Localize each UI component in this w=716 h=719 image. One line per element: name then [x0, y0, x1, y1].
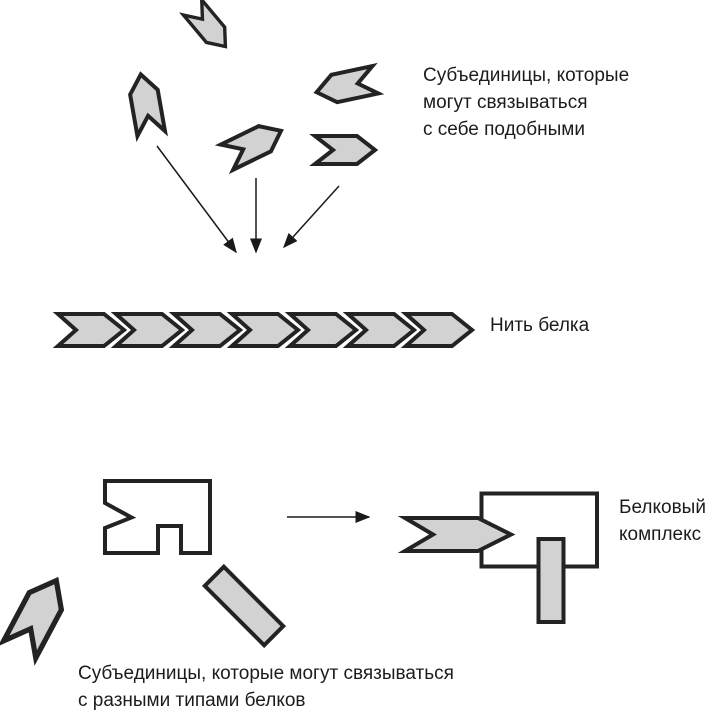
subunit-chevron-right-upper	[311, 64, 381, 108]
bottom-caption: Субъединицы, которые могут связываться с…	[78, 660, 454, 714]
protein-complex-group	[397, 491, 599, 624]
subunit-chevron-right-lower	[313, 134, 377, 166]
bottom-caption-line: с разными типами белков	[78, 690, 306, 711]
filament-chain	[56, 312, 474, 348]
chevron-subunit-bottom-left	[4, 572, 73, 658]
assembly-arrows-group	[156, 145, 340, 254]
subunit-chevron-top	[181, 0, 237, 56]
bar-subunit-diagonal	[201, 563, 287, 649]
top-caption-line: с себе подобными	[423, 119, 585, 140]
top-caption-line: Субъединицы, которые	[423, 65, 630, 86]
self-binding-subunits-group	[125, 0, 381, 170]
complex-label-line: Белковый	[619, 497, 706, 518]
filament-label: Нить белка	[490, 315, 590, 336]
assembly-arrow-left	[156, 145, 237, 254]
chain-link	[56, 312, 126, 348]
assembly-arrow-right	[282, 185, 340, 249]
top-caption: Субъединицы, которые могут связываться с…	[423, 62, 629, 143]
complex-chevron	[397, 516, 516, 553]
complex-bar	[536, 537, 566, 624]
complex-label-line: комплекс	[619, 524, 702, 545]
complex-label: Белковый комплекс	[619, 494, 706, 548]
top-caption-line: могут связываться	[423, 92, 588, 113]
bottom-caption-line: Субъединицы, которые могут связываться	[78, 663, 454, 684]
subunit-chevron-middle	[221, 118, 287, 169]
different-binding-subunits-group	[4, 479, 287, 658]
notched-block-subunit	[103, 479, 212, 555]
subunit-chevron-left	[125, 70, 167, 138]
